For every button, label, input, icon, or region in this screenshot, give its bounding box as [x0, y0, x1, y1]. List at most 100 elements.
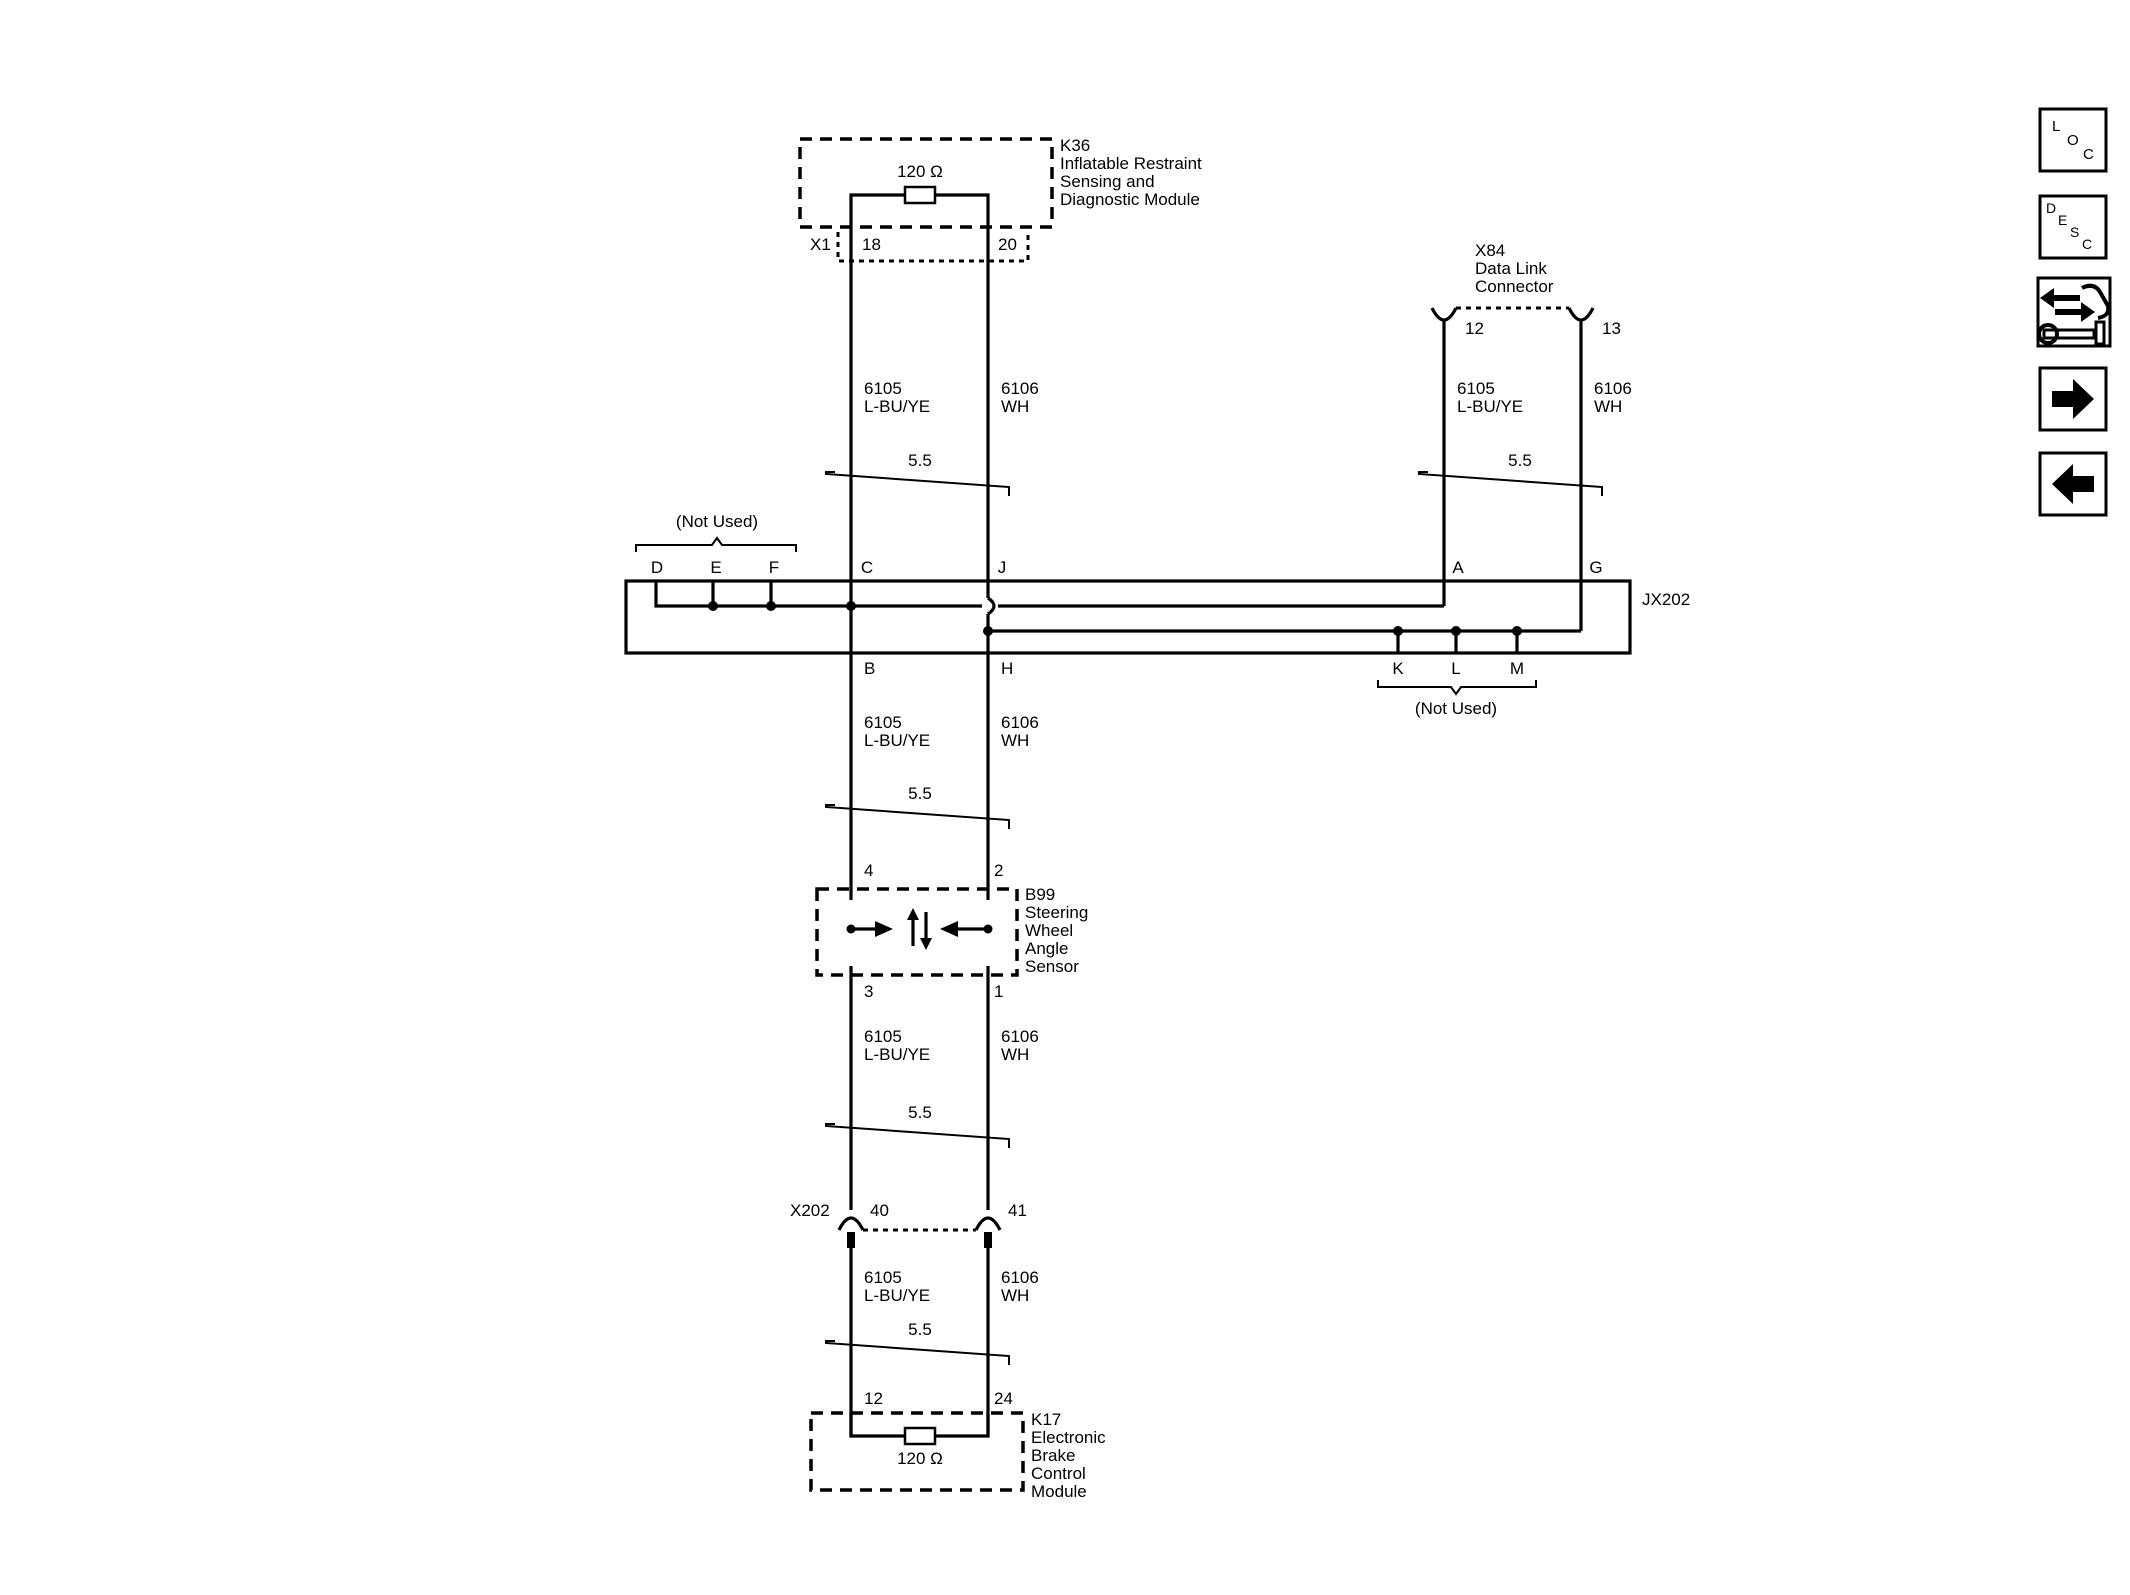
jx202-label: JX202	[1642, 590, 1690, 609]
x84-connector: X84 Data Link Connector 12 13	[1430, 241, 1621, 338]
wire-6106-color-4: WH	[1001, 1286, 1029, 1305]
k36-name-line3: Diagnostic Module	[1060, 190, 1200, 209]
back-button[interactable]	[2038, 451, 2108, 517]
loc-letter-l: L	[2052, 118, 2060, 135]
twist-marker-2: 5.5	[825, 784, 1010, 829]
k36-pin-20: 20	[998, 235, 1017, 254]
wire-6105-circuit-3: 6105	[864, 1027, 902, 1046]
loc-button[interactable]: L O C	[2038, 107, 2108, 173]
desc-letter-c: C	[2082, 236, 2092, 252]
jx202-pin-l: L	[1451, 659, 1460, 678]
wire-6106-circuit-right: 6106	[1594, 379, 1632, 398]
wire-6106-color-2: WH	[1001, 731, 1029, 750]
desc-button[interactable]: D E S C	[2038, 194, 2108, 260]
twist-value-right: 5.5	[1508, 451, 1532, 470]
jx202-pin-a: A	[1452, 558, 1464, 577]
loc-letter-c: C	[2083, 146, 2094, 163]
k17-name-line3: Control	[1031, 1464, 1086, 1483]
desc-letter-d: D	[2046, 200, 2056, 216]
b99-sensor-box	[815, 887, 1019, 977]
b99-pin-3: 3	[864, 982, 873, 1001]
k17-label: K17	[1031, 1410, 1061, 1429]
k17-name-line4: Module	[1031, 1482, 1087, 1501]
jx202-pin-m: M	[1510, 659, 1524, 678]
k17-resistor-value: 120 Ω	[897, 1449, 943, 1468]
x84-name-line1: Data Link	[1475, 259, 1547, 278]
jx202-pin-j: J	[998, 558, 1007, 577]
jx202-pin-d: D	[651, 558, 663, 577]
not-used-label-top: (Not Used)	[676, 512, 758, 531]
k36-resistor-value: 120 Ω	[897, 162, 943, 181]
x84-pin-12: 12	[1465, 319, 1484, 338]
k17-module-box	[809, 1411, 1025, 1492]
k36-name-line1: Inflatable Restraint	[1060, 154, 1202, 173]
next-button[interactable]	[2038, 366, 2108, 432]
wire-6106-circuit: 6106	[1001, 379, 1039, 398]
b99-label: B99	[1025, 885, 1055, 904]
desc-letter-s: S	[2070, 224, 2079, 240]
k17-resistor	[903, 1426, 937, 1446]
k17-name-line2: Brake	[1031, 1446, 1075, 1465]
b99-pin-1: 1	[994, 982, 1003, 1001]
left-wires	[849, 262, 990, 1436]
b99-name-line1: Steering	[1025, 903, 1088, 922]
wire-6105-color: L-BU/YE	[864, 397, 930, 416]
x202-label: X202	[790, 1201, 830, 1220]
wire-6106-circuit-3: 6106	[1001, 1027, 1039, 1046]
wire-6106-color-3: WH	[1001, 1045, 1029, 1064]
wire-6105-color-right: L-BU/YE	[1457, 397, 1523, 416]
jx202-pin-k: K	[1392, 659, 1404, 678]
jx202-pin-h: H	[1001, 659, 1013, 678]
wire-6106-circuit-4: 6106	[1001, 1268, 1039, 1287]
wire-6105-circuit-2: 6105	[864, 713, 902, 732]
b99-pin-4: 4	[864, 861, 873, 880]
k36-label: K36	[1060, 136, 1090, 155]
k36-module: 120 Ω K36 Inflatable Restraint Sensing a…	[798, 136, 1202, 263]
k17-module: 12 24 120 Ω K17 Electronic Brake Control…	[809, 1389, 1106, 1501]
twist-value: 5.5	[908, 451, 932, 470]
x202-pin-41: 41	[1008, 1201, 1027, 1220]
k17-name-line1: Electronic	[1031, 1428, 1106, 1447]
not-used-label-bottom: (Not Used)	[1415, 699, 1497, 718]
connector-wrench-icon	[2037, 283, 2111, 346]
wire-6105-color-3: L-BU/YE	[864, 1045, 930, 1064]
x84-pin-13: 13	[1602, 319, 1621, 338]
x202-connector: X202 40 41	[790, 1201, 1027, 1248]
k17-pin-12: 12	[864, 1389, 883, 1408]
b99-name-line3: Angle	[1025, 939, 1068, 958]
k36-pin-18: 18	[862, 235, 881, 254]
k36-resistor	[903, 185, 937, 205]
b99-sensor: 4 2 B99 Steering Wheel Angle Sensor 3 1	[815, 861, 1088, 1001]
k36-name-line2: Sensing and	[1060, 172, 1155, 191]
jx202-pin-f: F	[769, 558, 779, 577]
x1-connector-label: X1	[810, 235, 831, 254]
wire-6105-circuit: 6105	[864, 379, 902, 398]
b99-pin-2: 2	[994, 861, 1003, 880]
wire-6106-circuit-2: 6106	[1001, 713, 1039, 732]
twist-marker: 5.5	[825, 451, 1010, 496]
wire-6106-color: WH	[1001, 397, 1029, 416]
wire-6106-color-right: WH	[1594, 397, 1622, 416]
jx202-box	[624, 579, 1632, 655]
wire-6105-color-4: L-BU/YE	[864, 1286, 930, 1305]
loc-letter-o: O	[2067, 132, 2079, 149]
jx202-pin-b: B	[864, 659, 875, 678]
k36-module-box	[798, 137, 1054, 229]
jx202-pin-g: G	[1589, 558, 1602, 577]
x1-connector-outline	[836, 232, 1030, 263]
arrow-right-icon	[2052, 379, 2094, 419]
twist-marker-right: 5.5	[1418, 451, 1603, 496]
connector-tool-button[interactable]	[2036, 276, 2112, 348]
arrow-left-icon	[2052, 464, 2094, 504]
k17-pin-24: 24	[994, 1389, 1013, 1408]
wire-6105-circuit-right: 6105	[1457, 379, 1495, 398]
x84-name-line2: Connector	[1475, 277, 1554, 296]
jx202-pin-c: C	[861, 558, 873, 577]
twist-value-2: 5.5	[908, 784, 932, 803]
twist-marker-3: 5.5	[825, 1103, 1010, 1148]
b99-name-line2: Wheel	[1025, 921, 1073, 940]
x84-label: X84	[1475, 241, 1505, 260]
twist-value-4: 5.5	[908, 1320, 932, 1339]
twist-marker-4: 5.5	[825, 1320, 1010, 1365]
